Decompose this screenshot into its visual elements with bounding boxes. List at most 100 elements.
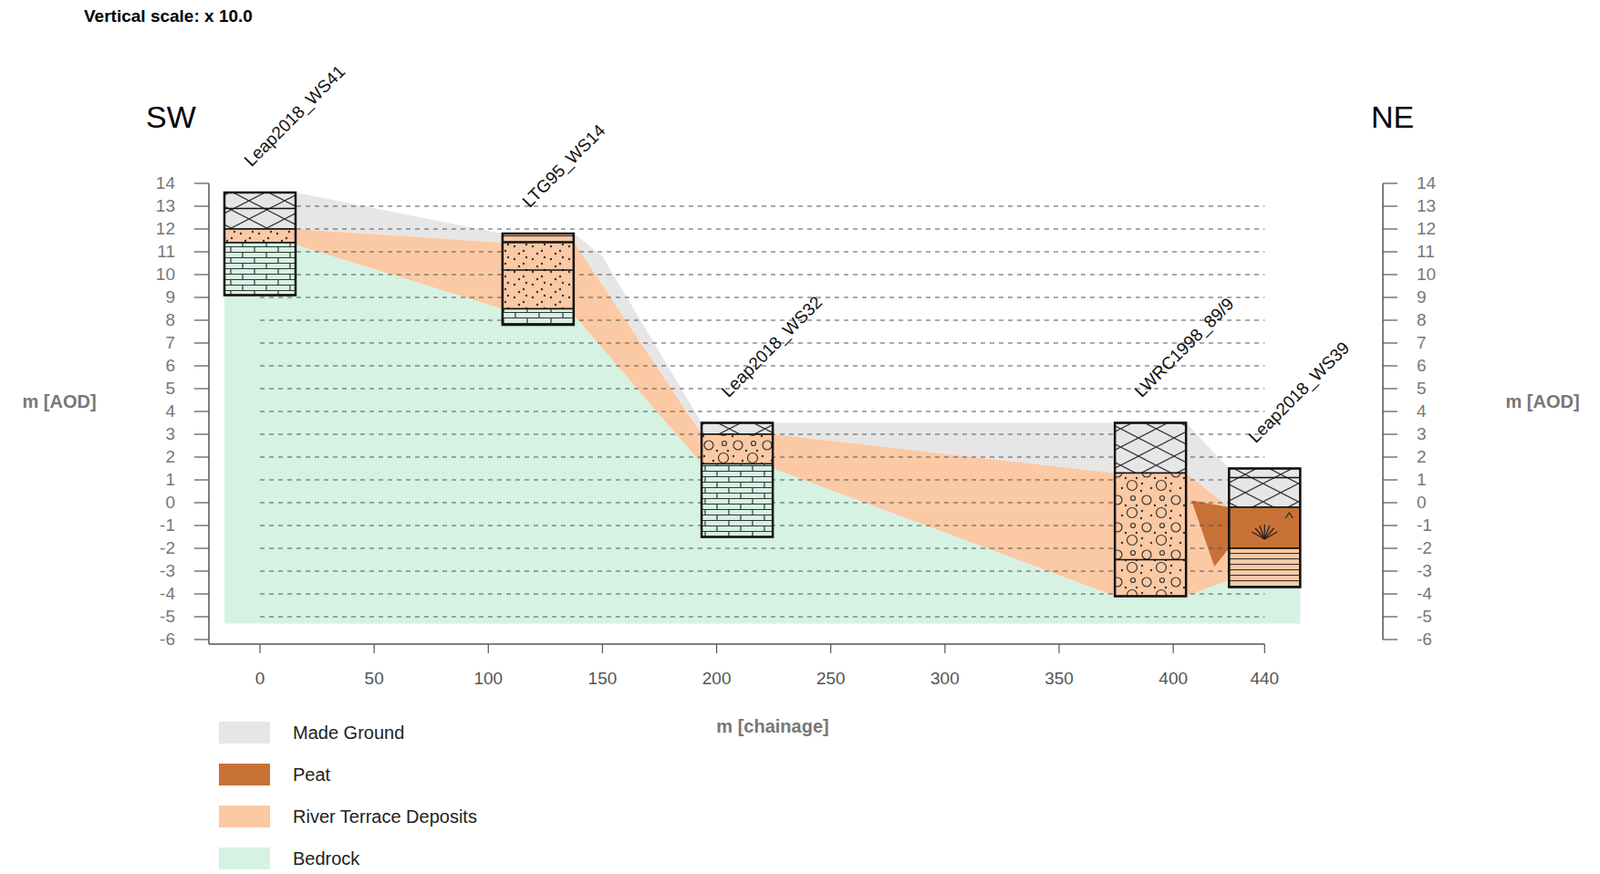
axis-tick bbox=[1382, 228, 1398, 229]
axis-tick bbox=[194, 478, 209, 480]
axis-tick-label: 14 bbox=[1416, 174, 1436, 194]
axis-tick-label: 150 bbox=[588, 669, 618, 689]
borehole-outline bbox=[1228, 468, 1300, 588]
axis-tick-label: -1 bbox=[159, 516, 176, 536]
borehole-outline bbox=[224, 192, 296, 296]
borehole-label: Leap2018_WS39 bbox=[1246, 338, 1355, 447]
borehole-column bbox=[1114, 423, 1186, 597]
axis-tick bbox=[1382, 638, 1398, 640]
borehole-node: LTG95_WS14 bbox=[502, 233, 574, 325]
direction-label: SW bbox=[145, 100, 197, 135]
axis-tick-label: 0 bbox=[255, 669, 266, 689]
axis-tick bbox=[1058, 644, 1060, 654]
axis-tick-label: -2 bbox=[159, 539, 176, 559]
axis-tick bbox=[194, 456, 209, 458]
borehole-column bbox=[502, 233, 574, 325]
axis-tick bbox=[194, 296, 209, 298]
axis-tick bbox=[194, 433, 209, 435]
axis-tick bbox=[194, 615, 209, 617]
grid-line bbox=[259, 411, 1265, 413]
axis-tick-label: -6 bbox=[1416, 630, 1433, 650]
borehole-node: Leap2018_WS32 bbox=[701, 423, 773, 538]
axis-tick bbox=[194, 228, 209, 229]
axis-tick bbox=[944, 644, 946, 654]
axis-tick-label: -3 bbox=[1416, 561, 1433, 582]
axis-tick bbox=[1382, 410, 1398, 412]
axis-tick-label: -1 bbox=[1416, 516, 1433, 536]
axis-tick bbox=[1382, 364, 1398, 366]
borehole-outline bbox=[502, 233, 574, 325]
axis-tick-label: 10 bbox=[155, 265, 176, 285]
axis-tick-label: -6 bbox=[159, 630, 176, 650]
axis-tick-label: 10 bbox=[1416, 265, 1436, 285]
borehole-layer bbox=[1228, 468, 1300, 509]
axis-tick bbox=[1382, 273, 1398, 275]
axis-tick bbox=[1382, 296, 1398, 298]
borehole-node: LWRC1998_89/9 bbox=[1114, 423, 1186, 597]
axis-tick bbox=[602, 644, 603, 654]
axis-tick bbox=[1382, 478, 1398, 480]
axis-tick bbox=[1382, 501, 1398, 503]
axis-tick bbox=[716, 644, 717, 654]
axis-tick-label: 440 bbox=[1249, 669, 1279, 689]
axis-tick bbox=[194, 592, 209, 594]
axis-tick-label: 14 bbox=[155, 174, 176, 194]
bedrock-fill bbox=[224, 242, 1300, 624]
axis-tick-label: 2 bbox=[1416, 447, 1427, 468]
grid-line bbox=[259, 320, 1265, 322]
legend-text: Made Ground bbox=[292, 722, 405, 743]
borehole-boundary bbox=[224, 207, 296, 210]
borehole-outline bbox=[701, 423, 773, 538]
axis-tick-label: -4 bbox=[159, 584, 176, 604]
grid-line bbox=[259, 297, 1265, 299]
peat-symbol bbox=[1259, 525, 1265, 540]
axis-tick-label: -5 bbox=[1416, 607, 1433, 627]
borehole-layer bbox=[502, 233, 574, 243]
axis-tick bbox=[194, 638, 209, 640]
axis-tick-label: -2 bbox=[1416, 539, 1433, 559]
axis-tick-label: 350 bbox=[1044, 669, 1074, 689]
borehole-layer bbox=[224, 228, 296, 243]
axis-tick-label: 400 bbox=[1158, 669, 1188, 689]
axis-tick bbox=[194, 205, 209, 207]
borehole-node: Leap2018_WS39 bbox=[1228, 468, 1300, 588]
axis-tick bbox=[1382, 547, 1398, 549]
legend-swatch bbox=[218, 763, 271, 786]
axis-tick bbox=[1382, 342, 1398, 343]
legend-swatch bbox=[218, 721, 271, 744]
axis-tick bbox=[1382, 456, 1398, 458]
axis-line bbox=[207, 183, 210, 645]
borehole-boundary bbox=[1114, 559, 1186, 562]
axis-line bbox=[208, 643, 1265, 645]
axis-tick bbox=[194, 501, 209, 503]
borehole-layer bbox=[1114, 423, 1186, 474]
borehole-layer bbox=[224, 192, 296, 229]
axis-tick-label: 6 bbox=[1416, 356, 1427, 376]
legend-text: Bedrock bbox=[292, 848, 360, 869]
axis-tick-label: -5 bbox=[159, 607, 176, 627]
axis-tick-label: 4 bbox=[1416, 402, 1427, 422]
borehole-column bbox=[224, 192, 296, 296]
axis-tick bbox=[830, 644, 832, 654]
axis-tick-label: 9 bbox=[1416, 288, 1427, 308]
axis-tick bbox=[1382, 524, 1398, 526]
peat-symbol bbox=[1264, 531, 1278, 540]
axis-tick bbox=[1382, 433, 1398, 435]
axis-tick-label: 1 bbox=[1416, 470, 1427, 490]
axis-tick-label: 8 bbox=[1416, 311, 1427, 331]
axis-tick-label: 7 bbox=[1416, 333, 1427, 354]
borehole-layer bbox=[224, 242, 296, 296]
borehole-label: LWRC1998_89/9 bbox=[1131, 294, 1238, 402]
axis-tick-label: 0 bbox=[165, 493, 176, 513]
axis-tick-label: 3 bbox=[1416, 425, 1427, 445]
borehole-layer bbox=[1114, 473, 1186, 597]
axis-tick-label: 6 bbox=[165, 356, 176, 376]
axis-tick bbox=[1382, 615, 1398, 617]
axis-tick-label: 9 bbox=[165, 288, 176, 308]
axis-tick bbox=[194, 410, 209, 412]
axis-tick-label: 300 bbox=[930, 669, 960, 689]
borehole-label: Leap2018_WS32 bbox=[717, 292, 827, 402]
axis-tick-label: 1 bbox=[165, 470, 176, 490]
axis-tick-label: 100 bbox=[473, 669, 503, 689]
peat-symbol bbox=[1255, 528, 1265, 540]
